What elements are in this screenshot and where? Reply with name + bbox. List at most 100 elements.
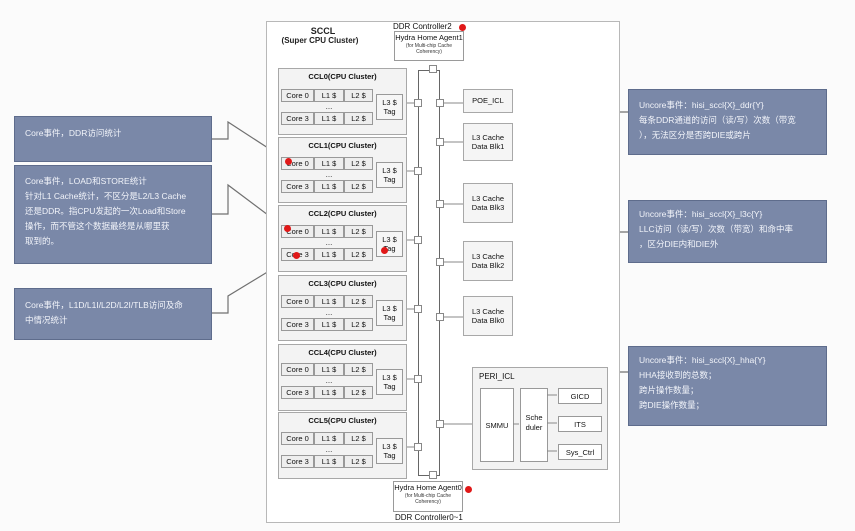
cluster-title: CCL4(CPU Cluster) [308, 348, 377, 357]
l3-label: L3 $ [382, 98, 397, 107]
l1-cell: L1 $ [314, 157, 344, 170]
ring-node [414, 305, 422, 313]
l2-cell: L2 $ [344, 89, 373, 102]
sched-line1: Sche [525, 413, 543, 422]
blk-line2: Data Blk3 [471, 203, 505, 212]
ddr-controller-top: DDR Controller2 [393, 22, 452, 31]
ellipsis: ... [325, 308, 333, 317]
callout-line: HHA接收到的总数； [639, 370, 717, 380]
callout-uncore-l3c: Uncore事件：hisi_sccl{X}_l3c{Y} LLC访问（读/写）次… [628, 200, 827, 263]
l1-cell: L1 $ [314, 318, 344, 331]
ring-node [414, 236, 422, 244]
l2-cell: L2 $ [344, 432, 373, 445]
l1-cell: L1 $ [314, 248, 344, 261]
hha-top-title: Hydra Home Agent1 [395, 33, 463, 42]
core3-cell: Core 3 [281, 318, 314, 331]
callout-line: Core事件，LOAD和STORE统计 [25, 176, 147, 186]
ring-node [429, 65, 437, 73]
callout-text: Core事件，DDR访问统计 [25, 128, 122, 138]
l2-cell: L2 $ [344, 180, 373, 193]
tag-label: Tag [383, 175, 396, 184]
smmu-block: SMMU [480, 388, 514, 462]
blk-line1: L3 Cache [471, 194, 505, 203]
callout-line: Uncore事件：hisi_sccl{X}_l3c{Y} [639, 209, 763, 219]
marker-l3c [381, 247, 388, 254]
ellipsis: ... [325, 238, 333, 247]
l2-cell: L2 $ [344, 112, 373, 125]
callout-line: 中情况统计 [25, 315, 68, 325]
callout-line: ），无法区分是否跨DIE或跨片 [639, 130, 751, 140]
ellipsis: ... [325, 376, 333, 385]
core3-cell: Core 3 [281, 180, 314, 193]
l3-label: L3 $ [382, 304, 397, 313]
cluster-ccl2: CCL2(CPU Cluster) Core 0 L1 $ L2 $ ... C… [278, 205, 407, 272]
l3-label: L3 $ [382, 166, 397, 175]
l2-cell: L2 $ [344, 248, 373, 261]
tag-label: Tag [383, 313, 396, 322]
callout-core-ddr: Core事件，DDR访问统计 [14, 116, 212, 162]
callout-line: 取到的。 [25, 236, 60, 246]
l1-cell: L1 $ [314, 112, 344, 125]
cluster-ccl4: CCL4(CPU Cluster) Core 0 L1 $ L2 $ ... C… [278, 344, 407, 411]
marker-core-ddr [285, 158, 292, 165]
hha-top: Hydra Home Agent1 (for Multi-chip Cache … [394, 31, 464, 61]
cluster-ccl5: CCL5(CPU Cluster) Core 0 L1 $ L2 $ ... C… [278, 412, 407, 479]
hha-bottom-title: Hydra Home Agent0 [394, 483, 462, 492]
tag-label: Tag [383, 451, 396, 460]
callout-line: 跨片操作数量； [639, 385, 699, 395]
blk-line2: Data Blk2 [471, 261, 505, 270]
cluster-ccl1: CCL1(CPU Cluster) Core 0 L1 $ L2 $ ... C… [278, 137, 407, 203]
ellipsis: ... [325, 102, 333, 111]
poe-icl: POE_ICL [463, 89, 513, 113]
sched-line2: duler [525, 423, 543, 432]
marker-core-loadstore [284, 225, 291, 232]
cluster-title: CCL0(CPU Cluster) [308, 72, 377, 81]
hha-bottom: Hydra Home Agent0 (for Multi-chip Cache … [393, 481, 463, 512]
ring-node [414, 375, 422, 383]
cluster-title: CCL1(CPU Cluster) [308, 141, 377, 150]
hha-top-sub1: (for Multi-chip Cache [405, 43, 453, 49]
blk-line2: Data Blk1 [471, 142, 505, 151]
cluster-title: CCL3(CPU Cluster) [308, 279, 377, 288]
callout-line: Core事件，L1D/L1I/L2D/L2I/TLB访问及命 [25, 300, 183, 310]
peri-title: PERI_ICL [479, 372, 515, 381]
l3-label: L3 $ [382, 442, 397, 451]
callout-line: Uncore事件：hisi_sccl{X}_hha{Y} [639, 355, 766, 365]
marker-core-cache [293, 252, 300, 259]
l1-cell: L1 $ [314, 432, 344, 445]
ellipsis: ... [325, 170, 333, 179]
callout-core-loadstore: Core事件，LOAD和STORE统计 针对L1 Cache统计，不区分是L2/… [14, 165, 212, 264]
sccl-subtitle: (Super CPU Cluster) [281, 36, 359, 45]
l1-cell: L1 $ [314, 89, 344, 102]
core0-cell: Core 0 [281, 432, 314, 445]
callout-line: LLC访问（读/写）次数（带宽）和命中率 [639, 224, 793, 234]
callout-line: Uncore事件：hisi_sccl{X}_ddr{Y} [639, 100, 764, 110]
callout-uncore-ddr: Uncore事件：hisi_sccl{X}_ddr{Y} 每条DDR通道的访问（… [628, 89, 827, 155]
l2-cell: L2 $ [344, 318, 373, 331]
tag-label: Tag [383, 382, 396, 391]
blk-line2: Data Blk0 [471, 316, 505, 325]
cluster-ccl3: CCL3(CPU Cluster) Core 0 L1 $ L2 $ ... C… [278, 275, 407, 341]
marker-hha [465, 486, 472, 493]
hha-bottom-sub1: (for Multi-chip Cache [404, 493, 452, 499]
tag-label: Tag [383, 107, 396, 116]
ring-node [436, 313, 444, 321]
l1-cell: L1 $ [314, 455, 344, 468]
cluster-ccl0: CCL0(CPU Cluster) Core 0 L1 $ L2 $ ... C… [278, 68, 407, 135]
l1-cell: L1 $ [314, 295, 344, 308]
ring-node [414, 167, 422, 175]
core3-cell: Core 3 [281, 455, 314, 468]
callout-line: 操作，而不管这个数据最终是从哪里获 [25, 221, 170, 231]
sccl-title: SCCL [310, 26, 336, 36]
l1-cell: L1 $ [314, 225, 344, 238]
core3-cell: Core 3 [281, 386, 314, 399]
blk-line1: L3 Cache [471, 307, 505, 316]
tag-label: Tag [383, 244, 396, 253]
callout-line: 每条DDR通道的访问（读/写）次数（带宽 [639, 115, 796, 125]
